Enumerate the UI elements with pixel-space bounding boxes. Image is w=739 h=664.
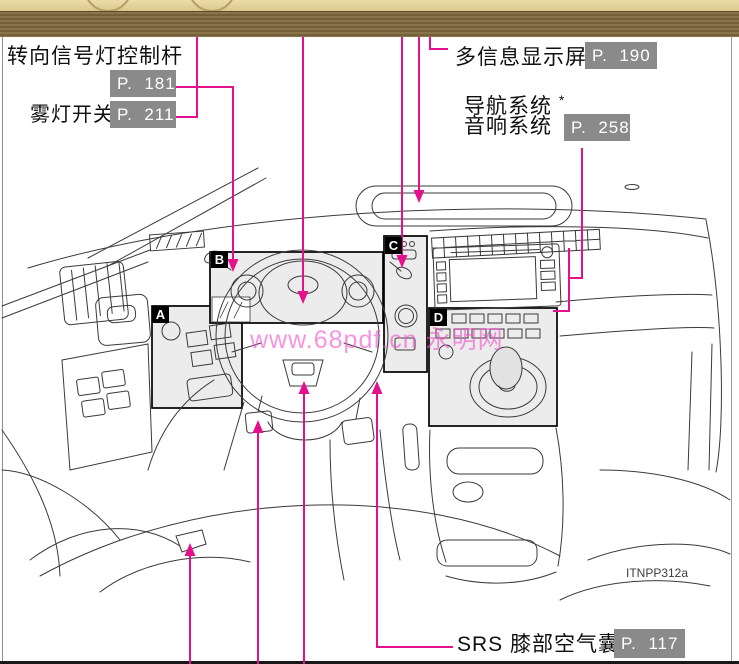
arrow-up-icon [298, 381, 310, 394]
arrow-down-icon [396, 255, 408, 268]
label-navigation: 导航系统 * [464, 87, 565, 120]
page-content [0, 37, 739, 664]
page-border-bottom [0, 661, 739, 664]
arrow-down-icon [297, 291, 309, 304]
page-ref-audio: P. 258 [564, 114, 630, 141]
wood-grain-band [0, 11, 739, 40]
marker-d: D [430, 309, 447, 326]
page-top-strip [0, 0, 739, 11]
page-ref-turn-signal: P. 181 [110, 70, 176, 97]
page-border-right [731, 37, 732, 664]
callout-line-srs-knee [376, 393, 453, 648]
callout-arrowheads [184, 190, 425, 556]
page-ref-srs-knee-airbag: P. 117 [614, 629, 685, 658]
cockpit-line-art [1, 167, 731, 601]
arrow-up-icon [371, 381, 383, 394]
label-turn-signal: 转向信号灯控制杆 [7, 45, 183, 68]
label-audio: 音响系统 [464, 115, 552, 138]
callout-elbow-multi-info [429, 37, 448, 50]
label-navigation-text: 导航系统 [464, 95, 552, 118]
callout-lines [176, 37, 583, 664]
page-ref-fog-light: P. 211 [110, 101, 176, 128]
marker-a: A [152, 306, 169, 323]
callout-line-turn-signal [176, 86, 234, 260]
arrow-down-icon [413, 190, 425, 203]
label-srs-knee-airbag: SRS 膝部空气囊 [457, 633, 621, 656]
marker-c: C [385, 237, 402, 254]
page-border-left [2, 37, 3, 664]
figure-code: ITNPP312a [626, 566, 689, 580]
label-fog-light: 雾灯开关 [30, 104, 114, 126]
callout-line-fog-light [176, 37, 198, 118]
callout-line-audio [553, 148, 583, 312]
watermark-text: www.68pdf.cn 永明网 [250, 326, 504, 354]
arrow-up-icon [252, 420, 264, 433]
label-navigation-asterisk: * [558, 92, 566, 108]
label-multi-info: 多信息显示屏 [455, 46, 587, 69]
page-ref-multi-info: P. 190 [585, 42, 657, 69]
marker-b: B [211, 251, 228, 268]
arrow-up-icon [184, 543, 196, 556]
arrow-down-icon [227, 259, 239, 272]
